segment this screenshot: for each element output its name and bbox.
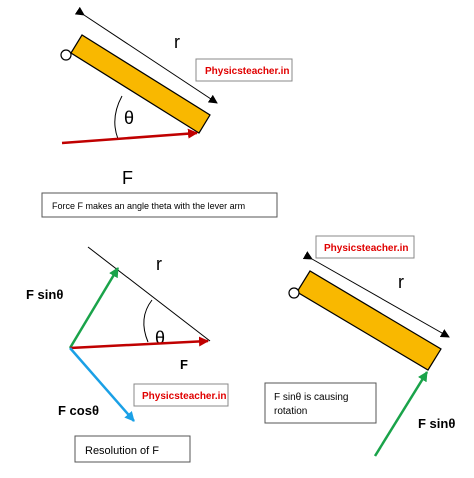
panel-2: r θ F sinθ F F cosθ Physicsteacher.in Re… bbox=[26, 246, 229, 463]
force-arrow bbox=[61, 128, 198, 145]
angle-arc bbox=[114, 95, 123, 140]
caption-box bbox=[74, 435, 191, 463]
brand-text: Physicsteacher.in bbox=[205, 66, 290, 77]
panel-3: Physicsteacher.in r F sinθ F sinθ is cau… bbox=[264, 235, 455, 457]
caption-line-2: rotation bbox=[274, 406, 307, 417]
brand-box bbox=[133, 383, 229, 407]
angle-arc bbox=[143, 299, 153, 343]
force-label: F bbox=[180, 357, 188, 372]
lever-line bbox=[87, 246, 211, 342]
theta-label: θ bbox=[124, 108, 134, 128]
caption-text: Force F makes an angle theta with the le… bbox=[52, 201, 245, 211]
fcos-arrow bbox=[69, 347, 135, 422]
caption-box bbox=[264, 382, 377, 424]
caption-line-1: F sinθ is causing bbox=[274, 392, 348, 403]
brand-box bbox=[195, 58, 293, 82]
theta-label: θ bbox=[155, 328, 165, 348]
pivot-circle bbox=[60, 49, 72, 61]
fsin-label: F sinθ bbox=[418, 416, 455, 431]
fcos-label: F cosθ bbox=[58, 403, 99, 418]
caption-text: Resolution of F bbox=[85, 445, 159, 457]
r-label: r bbox=[398, 272, 404, 292]
r-label: r bbox=[156, 254, 162, 274]
fsin-label: F sinθ bbox=[26, 287, 63, 302]
force-label: F bbox=[122, 168, 133, 188]
r-dimension-arrow bbox=[302, 251, 450, 338]
r-dimension-arrow bbox=[74, 6, 218, 104]
brand-text: Physicsteacher.in bbox=[324, 243, 409, 254]
r-label: r bbox=[174, 32, 180, 52]
force-arrow bbox=[69, 336, 209, 350]
fsin-arrow bbox=[373, 371, 429, 457]
fsin-arrow bbox=[68, 267, 120, 349]
pivot-circle bbox=[288, 287, 300, 299]
brand-text: Physicsteacher.in bbox=[142, 391, 227, 402]
caption-box bbox=[41, 192, 278, 218]
panel-1: r θ F Physicsteacher.in Force F makes an… bbox=[41, 6, 293, 218]
